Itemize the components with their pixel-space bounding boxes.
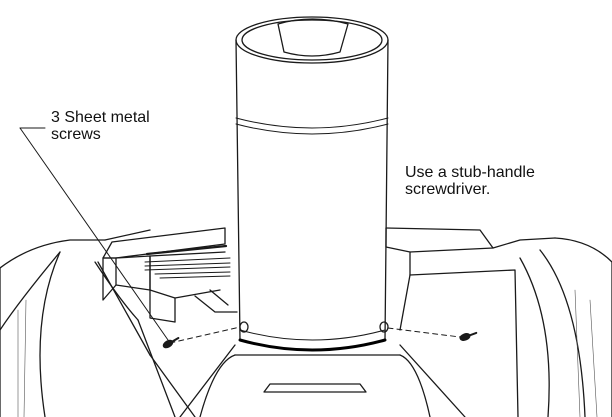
- hole-left: [239, 321, 249, 333]
- callout-screwdriver: Use a stub-handle screwdriver.: [405, 164, 535, 198]
- mounting-holes: [239, 321, 389, 333]
- leader-lines: [19, 127, 461, 344]
- screw-left: [162, 337, 180, 349]
- hole-right: [379, 321, 389, 333]
- housing-block: [102, 227, 238, 323]
- right-housing: [385, 227, 556, 417]
- sheet-metal-screws: [162, 331, 478, 349]
- shroud-hatching: [17, 289, 598, 417]
- left-outer-shroud: [0, 239, 106, 417]
- right-outer-shroud: [519, 237, 612, 417]
- base-skirt: [179, 344, 466, 417]
- center-cylinder: [235, 16, 389, 352]
- left-inner-panel: [94, 229, 196, 417]
- callout-screws: 3 Sheet metal screws: [51, 109, 150, 143]
- screw-right: [459, 331, 478, 341]
